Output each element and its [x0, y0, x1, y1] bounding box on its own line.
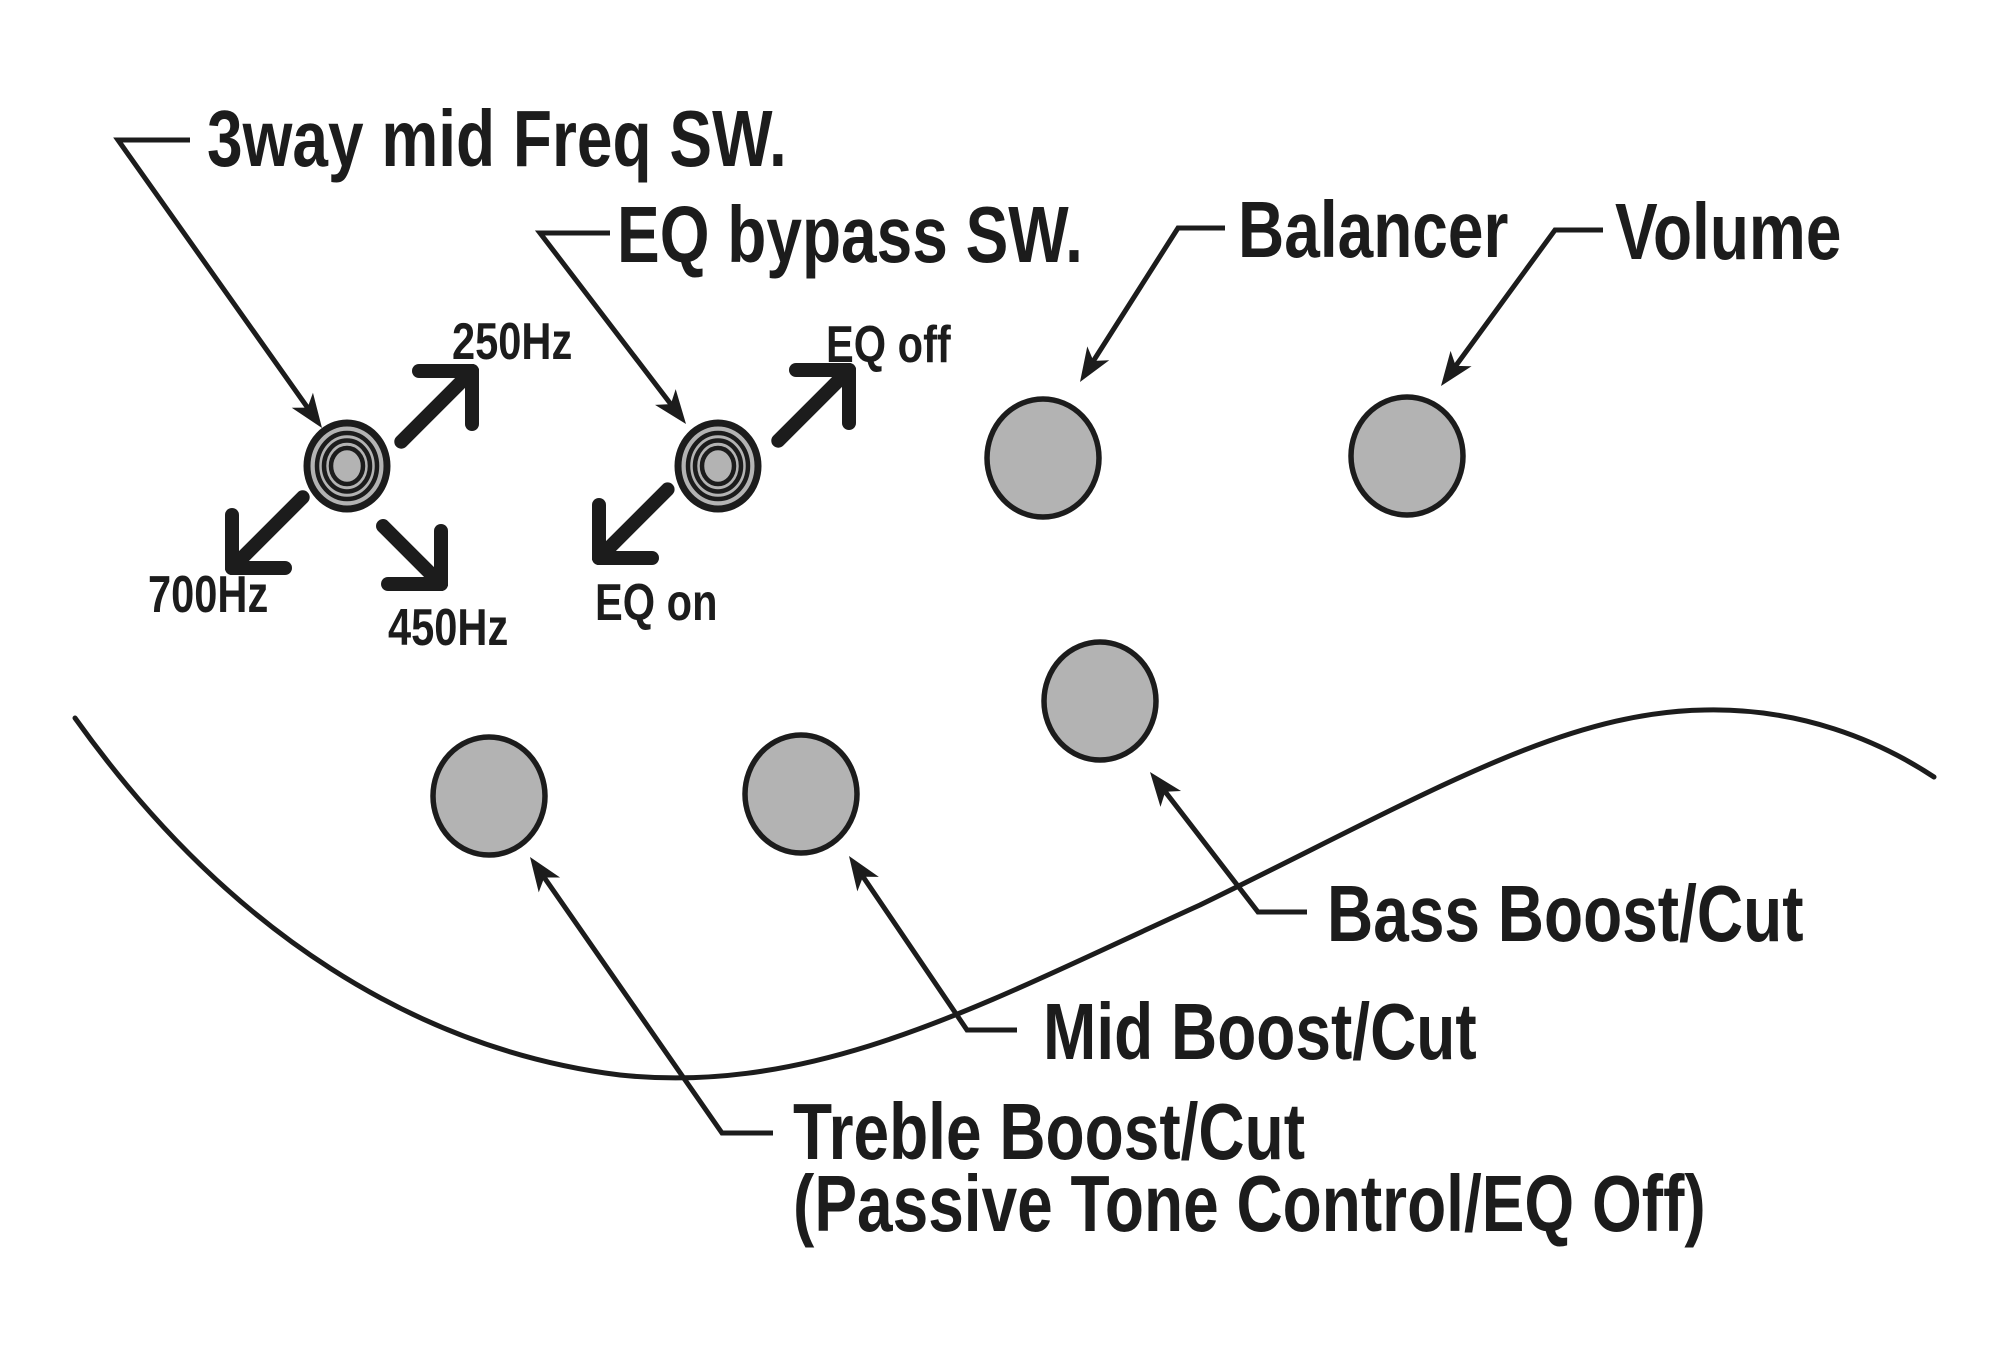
arrow-eq-on-stroke: [592, 482, 675, 565]
arrow-eq-on: [592, 482, 675, 565]
volume-label: Volume: [1615, 187, 1842, 276]
arrow-250hz-stroke: [394, 364, 479, 449]
arrow-700hz-stroke: [225, 490, 310, 575]
freq-250-label: 250Hz: [452, 313, 573, 371]
leader-mid-head: [849, 856, 879, 892]
arrow-eq-off-stroke: [771, 363, 856, 448]
eq-on-label: EQ on: [595, 574, 718, 632]
leader-eq-bypass-head: [655, 389, 686, 424]
leader-bass: [1160, 786, 1307, 915]
leader-balancer: [1088, 225, 1225, 367]
mid-label: Mid Boost/Cut: [1043, 987, 1477, 1076]
eq-off-label: EQ off: [826, 316, 951, 374]
arrow-eq-off: [771, 363, 856, 448]
bass-label: Bass Boost/Cut: [1327, 869, 1804, 958]
mid-freq-switch-knob: [303, 419, 391, 513]
treble-label-line2: (Passive Tone Control/EQ Off): [793, 1159, 1706, 1248]
freq-450-label: 450Hz: [388, 599, 509, 657]
leader-balancer-head: [1080, 346, 1110, 382]
leader-volume: [1450, 227, 1603, 372]
eq-bypass-switch-knob: [674, 419, 762, 513]
leader-treble: [539, 871, 773, 1136]
volume-knob: [1348, 394, 1466, 518]
balancer-knob: [984, 396, 1102, 520]
eq-bypass-label: EQ bypass SW.: [617, 190, 1083, 279]
leader-eq-bypass: [534, 230, 676, 410]
leader-mid: [858, 871, 1017, 1033]
leader-mid-freq-switch-head: [291, 392, 322, 428]
treble-label-line1: Treble Boost/Cut: [793, 1087, 1306, 1176]
leader-bass-head: [1150, 772, 1182, 807]
treble-knob: [430, 734, 548, 858]
mid-knob: [742, 732, 860, 856]
treble-label: Treble Boost/Cut (Passive Tone Control/E…: [793, 1087, 1706, 1248]
body-contour-line: [72, 707, 1937, 1081]
leader-mid-freq-switch: [113, 137, 313, 414]
freq-700-label: 700Hz: [148, 566, 269, 624]
arrow-700hz: [225, 490, 310, 575]
balancer-label: Balancer: [1238, 185, 1509, 274]
bass-knob: [1041, 639, 1159, 763]
arrow-250hz: [394, 364, 479, 449]
leader-treble-head: [530, 857, 561, 893]
mid-freq-switch-label: 3way mid Freq SW.: [207, 94, 787, 183]
arrow-450hz-stroke: [376, 519, 448, 591]
arrow-450hz: [376, 519, 448, 591]
leader-volume-head: [1441, 350, 1472, 386]
